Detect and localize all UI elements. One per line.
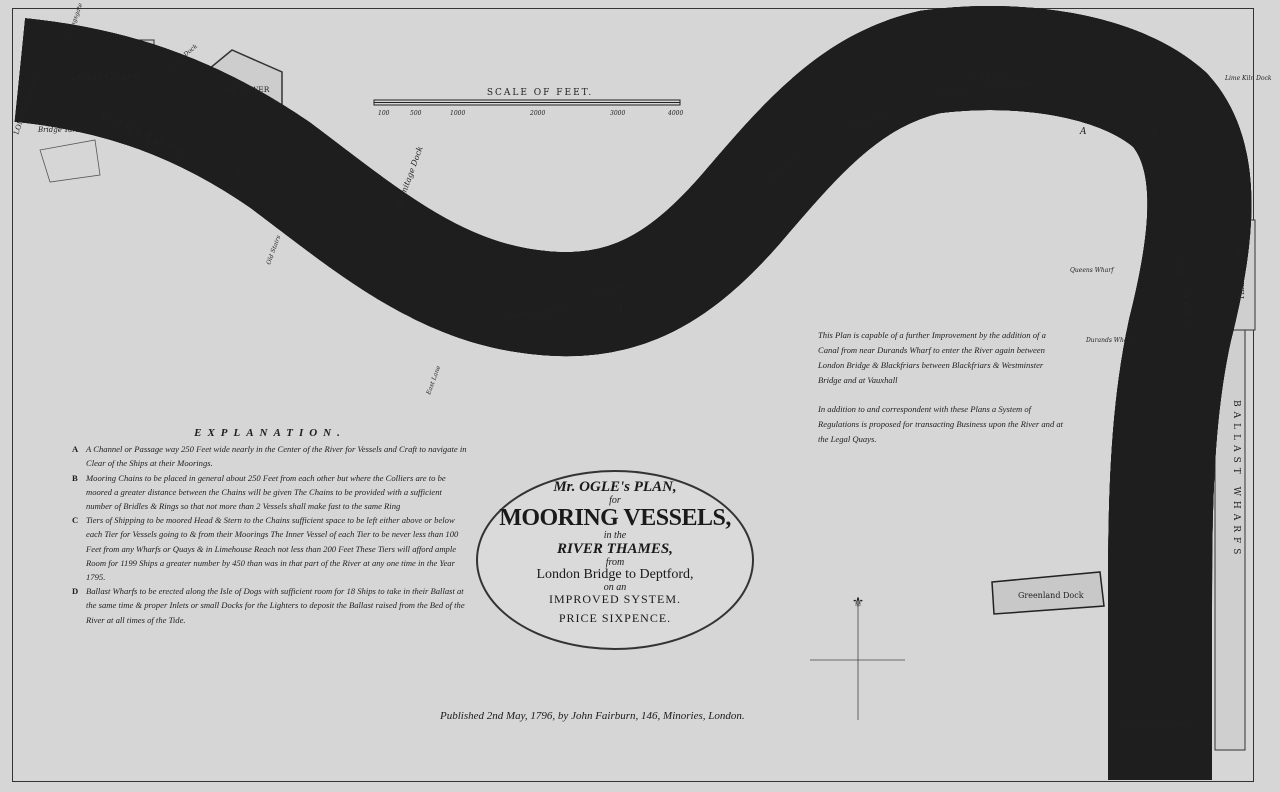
label-the-tower: THE TOWER — [220, 85, 270, 94]
label-old-stairs: Old Stairs — [265, 235, 282, 266]
cartouche-route: London Bridge to Deptford, — [536, 567, 694, 583]
explanation-key: D — [72, 586, 79, 597]
improvement-note: This Plan is capable of a further Improv… — [818, 328, 1068, 461]
explanation-item: D Ballast Wharfs to be erected along the … — [72, 584, 468, 627]
label-russia: Russia — [968, 67, 1012, 81]
explanation-item: B Mooring Chains to be placed in general … — [72, 471, 468, 514]
explanation-text: Ballast Wharfs to be erected along the I… — [86, 586, 465, 625]
note-paragraph-1: This Plan is capable of a further Improv… — [818, 330, 1046, 385]
explanation-text: A Channel or Passage way 250 Feet wide n… — [86, 444, 467, 469]
fleur-de-lis-icon: ⚜ — [852, 595, 865, 611]
label-kings-mooring-chains: Kings Mooring Chains — [1121, 720, 1190, 727]
scale-tick: 2000 — [529, 110, 545, 117]
explanation-text: Tiers of Shipping to be moored Head & St… — [86, 515, 459, 583]
explanation-key: A — [72, 444, 79, 455]
label-greenland-dock: Greenland Dock — [1018, 591, 1084, 600]
cartouche-title: MOORING VESSELS, — [499, 505, 731, 532]
label-chain-b: B — [1151, 129, 1159, 139]
scale-tick: 100 — [378, 110, 390, 117]
label-durands-wharf: Durands Wharf — [1085, 337, 1134, 344]
label-timber-dock: Timber Dock — [1237, 248, 1246, 300]
compass-rose: ⚜ — [810, 595, 905, 720]
explanation-item: A A Channel or Passage way 250 Feet wide … — [72, 442, 468, 470]
publication-imprint: Published 2nd May, 1796, by John Fairbur… — [440, 710, 745, 722]
label-channel-a-3: A — [1079, 127, 1087, 137]
cartouche-system: IMPROVED SYSTEM. — [548, 592, 681, 607]
cartouche-connector: from — [605, 556, 625, 568]
scale-tick: 500 — [410, 110, 422, 117]
cartouche-price: PRICE SIXPENCE. — [558, 610, 672, 625]
greenland-dock-shape — [991, 571, 1105, 615]
scale-tick: 4000 — [667, 110, 683, 117]
cartouche-river: RIVER THAMES, — [557, 540, 673, 557]
scale-tick: 1000 — [450, 110, 465, 117]
cartouche-connector: on an — [603, 581, 627, 593]
scale-of-feet: SCALE OF FEET. 100 500 1000 2000 3000 40… — [373, 88, 683, 117]
explanation-key: C — [72, 515, 79, 526]
label-east-lane: East Lane — [425, 364, 442, 396]
note-paragraph-2: In addition to and correspondent with th… — [818, 404, 1064, 444]
cartouche-connector: in the — [603, 530, 627, 542]
scale-tick: 3000 — [610, 110, 625, 117]
bridge-yard-outline — [39, 139, 101, 183]
title-cartouche: Mr. OGLE's PLAN, for MOORING VESSELS, in… — [476, 470, 754, 650]
label-lime-kiln-dock: Lime Kiln Dock — [1224, 75, 1272, 82]
explanation-item: C Tiers of Shipping to be moored Head & S… — [72, 513, 468, 584]
explanation-panel: EXPLANATION. A A Channel or Passage way 2… — [72, 426, 468, 627]
scale-title: SCALE OF FEET. — [487, 88, 593, 98]
cartouche-connector: for — [609, 494, 621, 506]
cartouche-author: Mr. OGLE's PLAN, — [553, 479, 677, 495]
label-legal-quays: Legal Quays — [70, 70, 139, 83]
explanation-text: Mooring Chains to be placed in general a… — [86, 472, 446, 512]
explanation-key: B — [72, 472, 78, 483]
label-ballast-wharfs: BALLAST WHARFS — [1231, 400, 1241, 559]
label-channel-a: A — [233, 169, 241, 179]
map-frame — [12, 8, 1254, 782]
explanation-title: EXPLANATION. — [194, 427, 346, 439]
label-queens-wharf: Queens Wharf — [1070, 267, 1115, 274]
label-bridge-yard: Bridge Yard — [37, 126, 81, 134]
label-channel-a-2: A — [616, 305, 624, 315]
